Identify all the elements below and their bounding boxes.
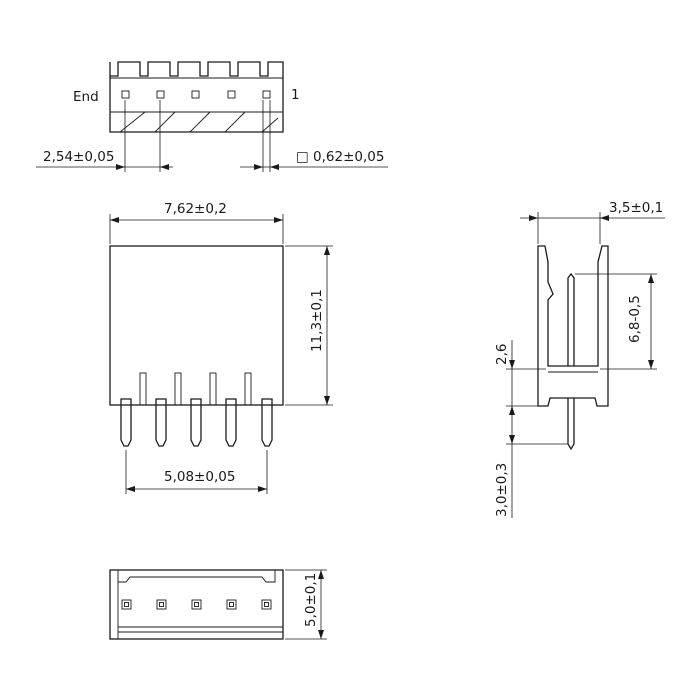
pin1-label: 1 [291, 87, 300, 103]
side-pin [567, 272, 575, 451]
pin-stub [139, 372, 147, 406]
front-body [109, 245, 284, 406]
top-view-outline [109, 61, 284, 133]
pin-square [226, 599, 237, 610]
pin-length-dimension: 6,8-0,5 [575, 273, 657, 370]
pin-stub [244, 372, 252, 406]
height-dimension: 11,3±0,1 [285, 245, 333, 406]
pin-square [262, 90, 271, 99]
pin-section-dim-label: □ 0,62±0,05 [296, 149, 384, 165]
pin-tail [225, 398, 237, 447]
top-view-pins [121, 90, 271, 99]
standoff-dim-label: 2,6 [494, 344, 510, 365]
pin-square-inner [124, 602, 129, 607]
pin-tail [155, 398, 167, 447]
pin-stub [209, 372, 217, 406]
width-dimension: 7,62±0,2 [109, 201, 284, 244]
front-view: 7,62±0,2 11,3±0,1 5,08±0,05 [109, 201, 333, 494]
side-view: 3,5±0,1 6,8-0,5 2,6 3,0±0,3 [494, 200, 665, 518]
pin-square [191, 599, 202, 610]
bottom-depth-dim-label: 5,0±0,1 [303, 573, 319, 627]
pin-square [156, 599, 167, 610]
standoff-dimension: 2,6 [494, 340, 546, 415]
pin-square-inner [229, 602, 234, 607]
pin-square [121, 90, 130, 99]
bottom-view-pins [121, 599, 272, 610]
pin-tail [261, 398, 273, 447]
pin-tail [120, 398, 132, 447]
pitch-dim-label: 2,54±0,05 [43, 149, 114, 165]
pin-square [227, 90, 236, 99]
pitch-dimension: 2,54±0,05 [36, 100, 173, 172]
pin-square [156, 90, 165, 99]
height-dim-label: 11,3±0,1 [309, 289, 325, 352]
bottom-body [109, 569, 284, 640]
side-depth-dimension: 3,5±0,1 [520, 200, 665, 244]
pin-square [121, 599, 132, 610]
bottom-view: 5,0±0,1 [109, 569, 327, 640]
pin-span-dim-label: 5,08±0,05 [164, 469, 235, 485]
pin-square-inner [194, 602, 199, 607]
tail-dimension: 3,0±0,3 [494, 406, 568, 518]
pin-span-dimension: 5,08±0,05 [125, 450, 268, 494]
tail-dim-label: 3,0±0,3 [494, 463, 510, 517]
pin-square [191, 90, 200, 99]
pin-stub [174, 372, 182, 406]
pin-length-dim-label: 6,8-0,5 [627, 295, 643, 343]
pin-square-inner [159, 602, 164, 607]
front-view-pins [120, 372, 273, 447]
width-dim-label: 7,62±0,2 [164, 201, 227, 217]
pin-square-inner [264, 602, 269, 607]
bottom-latch-line [118, 570, 276, 583]
end-label: End [73, 89, 99, 105]
bottom-depth-dimension: 5,0±0,1 [285, 569, 327, 640]
top-view-polarization-ramps [119, 111, 279, 133]
pin-square [261, 599, 272, 610]
pin-tail [190, 398, 202, 447]
side-body-outline [537, 245, 609, 407]
pin-section-dimension: □ 0,62±0,05 [240, 100, 388, 172]
top-view: End 1 2,54±0,05 □ 0,62±0,05 [36, 61, 388, 172]
side-depth-dim-label: 3,5±0,1 [609, 200, 663, 216]
